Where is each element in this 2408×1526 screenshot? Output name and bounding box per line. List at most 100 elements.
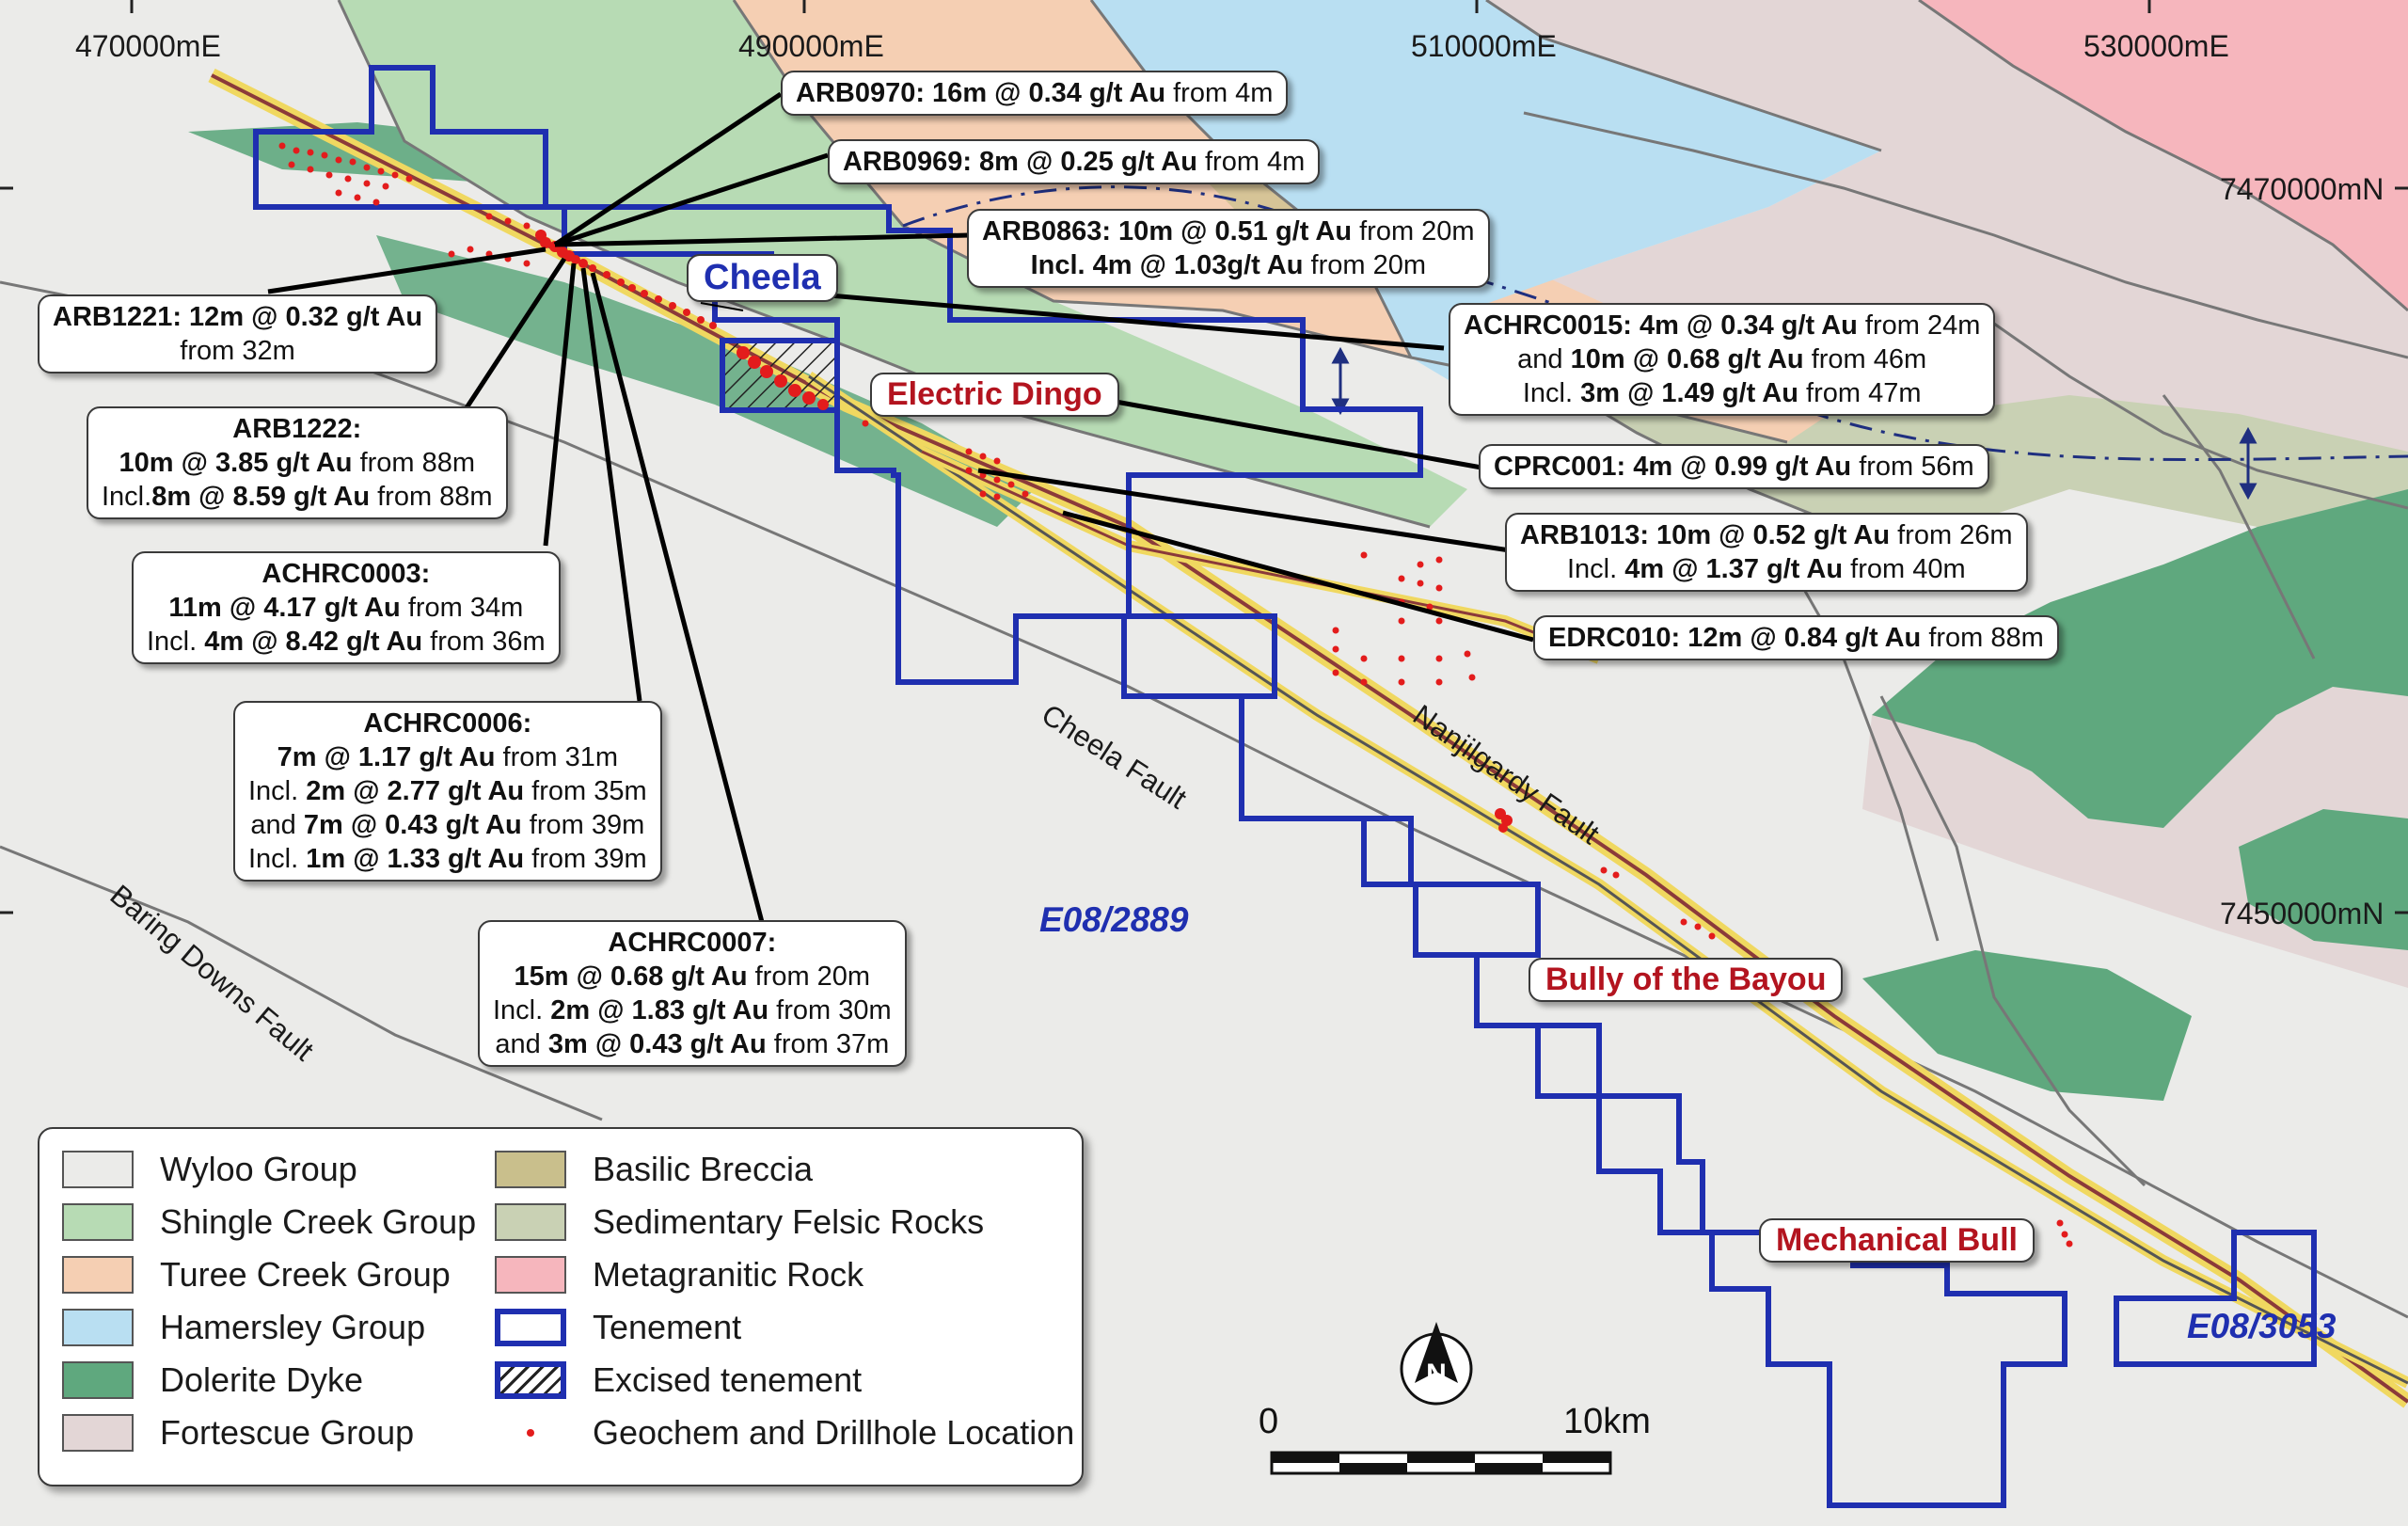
callout-achrc0015: ACHRC0015: 4m @ 0.34 g/t Au from 24m and…: [1449, 303, 1996, 416]
legend-label-fortescue: Fortescue Group: [160, 1413, 415, 1452]
callout-achrc0006-depth-3: from 39m: [521, 810, 645, 840]
shingle-creek-area: [339, 0, 1467, 527]
callout-achrc0007-depth: from 20m: [747, 962, 871, 992]
callout-achrc0006: ACHRC0006: 7m @ 1.17 g/t Au from 31m Inc…: [233, 701, 662, 882]
callout-arb0863-result: ARB0863: 10m @ 0.51 g/t Au: [982, 216, 1353, 246]
callout-edrc010-depth: from 88m: [1921, 623, 2044, 653]
legend-item-shingle-creek: Shingle Creek Group: [62, 1199, 476, 1246]
callout-achrc0007-depth-3: from 37m: [766, 1029, 890, 1059]
legend-swatch-metagranitic: [495, 1256, 566, 1294]
callout-arb0863-incl: Incl. 4m @ 1.03g/t Au: [1030, 250, 1304, 280]
cheela-fault: [805, 372, 2408, 1389]
dolerite-dyke-band: [376, 235, 1035, 527]
legend-item-wyloo: Wyloo Group: [62, 1146, 357, 1193]
callout-achrc0003-incl: Incl.: [147, 627, 205, 657]
callout-arb1222-depth: from 88m: [352, 448, 476, 478]
legend-label-turee-creek: Turee Creek Group: [160, 1255, 451, 1294]
callout-achrc0003-id: ACHRC0003:: [261, 559, 431, 589]
legend-label-hamersley: Hamersley Group: [160, 1308, 426, 1346]
callout-arb1222-incl: Incl.: [102, 482, 152, 512]
callout-arb1013-result: ARB1013: 10m @ 0.52 g/t Au: [1520, 520, 1891, 550]
legend-item-fortescue: Fortescue Group: [62, 1409, 414, 1456]
tenement-e08-3053: [2114, 1230, 2317, 1367]
legend-item-metagranitic: Metagranitic Rock: [495, 1251, 863, 1298]
callout-achrc0007: ACHRC0007: 15m @ 0.68 g/t Au from 20m In…: [478, 920, 907, 1067]
legend-item-excised-tenement: Excised tenement: [495, 1357, 862, 1404]
callout-arb1013-result-2: 4m @ 1.37 g/t Au: [1624, 554, 1844, 584]
legend-item-drillhole: Geochem and Drillhole Location: [495, 1409, 1074, 1456]
easting-490000: 490000mE: [738, 29, 884, 63]
legend-item-turee-creek: Turee Creek Group: [62, 1251, 451, 1298]
callout-achrc0006-id: ACHRC0006:: [363, 708, 532, 739]
legend-item-dolerite: Dolerite Dyke: [62, 1357, 363, 1404]
legend-label-sedimentary-felsic: Sedimentary Felsic Rocks: [593, 1202, 985, 1241]
northing-7450000: 7450000mN: [2220, 897, 2384, 930]
callout-achrc0015-result: ACHRC0015: 4m @ 0.34 g/t Au: [1464, 310, 1858, 341]
scale-bar: [1270, 1451, 1612, 1475]
callout-achrc0003-depth-2: from 36m: [422, 627, 546, 657]
dolerite-dyke-area-3: [1862, 950, 2192, 1101]
legend-swatch-fortescue: [62, 1414, 134, 1452]
legend-label-dolerite: Dolerite Dyke: [160, 1360, 364, 1399]
callout-achrc0003: ACHRC0003: 11m @ 4.17 g/t Au from 34m In…: [132, 551, 561, 664]
callout-cprc001: CPRC001: 4m @ 0.99 g/t Au from 56m: [1479, 444, 1989, 489]
legend-swatch-excised-tenement: [495, 1361, 566, 1399]
prospect-mechanical-bull: Mechanical Bull: [1759, 1218, 2035, 1263]
callout-achrc0006-depth: from 31m: [495, 742, 619, 772]
legend-swatch-basilic-breccia: [495, 1151, 566, 1188]
callout-achrc0015-depth-3: from 47m: [1798, 378, 1922, 408]
callout-arb0969-result: ARB0969: 8m @ 0.25 g/t Au: [843, 147, 1197, 177]
legend-label-shingle-creek: Shingle Creek Group: [160, 1202, 477, 1241]
callout-arb1013-depth-2: from 40m: [1843, 554, 1966, 584]
legend-item-tenement: Tenement: [495, 1304, 741, 1351]
callout-achrc0007-incl: Incl.: [493, 995, 551, 1025]
callout-arb0969: ARB0969: 8m @ 0.25 g/t Au from 4m: [828, 139, 1321, 184]
legend-item-basilic-breccia: Basilic Breccia: [495, 1146, 813, 1193]
callout-achrc0006-depth-2: from 35m: [524, 776, 647, 806]
callout-achrc0007-and: and: [495, 1029, 548, 1059]
legend-label-tenement: Tenement: [593, 1308, 742, 1346]
nanjilgardy-fault: [208, 68, 2408, 1408]
callout-achrc0007-id: ACHRC0007:: [608, 928, 777, 958]
callout-arb1222-result-2: 8m @ 8.59 g/t Au: [151, 482, 371, 512]
legend-swatch-dolerite: [62, 1361, 134, 1399]
callout-achrc0015-result-3: 3m @ 1.49 g/t Au: [1580, 378, 1798, 408]
callout-achrc0003-depth: from 34m: [400, 593, 524, 623]
callout-achrc0003-result: 11m @ 4.17 g/t Au: [168, 593, 401, 623]
callout-achrc0015-and: and: [1517, 344, 1571, 374]
north-label: N: [1426, 1359, 1447, 1390]
callout-arb1013-depth: from 26m: [1890, 520, 2013, 550]
legend-item-sedimentary-felsic: Sedimentary Felsic Rocks: [495, 1199, 984, 1246]
callout-achrc0006-result-2: 2m @ 2.77 g/t Au: [306, 776, 525, 806]
easting-470000: 470000mE: [75, 29, 221, 63]
tenement-label-e08-3053: E08/3053: [2187, 1307, 2337, 1345]
prospect-cheela: Cheela: [687, 254, 838, 302]
hamersley-area: [1091, 0, 1881, 414]
callout-arb0863-depth: from 20m: [1352, 216, 1475, 246]
callout-achrc0006-result: 7m @ 1.17 g/t Au: [277, 742, 496, 772]
dolerite-dyke-area-2: [2239, 809, 2408, 950]
callout-achrc0003-result-2: 4m @ 8.42 g/t Au: [204, 627, 423, 657]
legend-item-hamersley: Hamersley Group: [62, 1304, 425, 1351]
fold-arrows: [1331, 346, 2258, 501]
legend-label-drillhole: Geochem and Drillhole Location: [593, 1413, 1075, 1452]
callout-arb0969-depth: from 4m: [1196, 147, 1306, 177]
legend-swatch-sedimentary-felsic: [495, 1203, 566, 1241]
callout-arb0970: ARB0970: 16m @ 0.34 g/t Au from 4m: [781, 71, 1289, 116]
callout-arb0970-depth: from 4m: [1165, 78, 1274, 108]
map-legend: Wyloo Group Shingle Creek Group Turee Cr…: [38, 1127, 1084, 1486]
callout-edrc010: EDRC010: 12m @ 0.84 g/t Au from 88m: [1533, 615, 2059, 660]
callout-arb1222-result: 10m @ 3.85 g/t Au: [119, 448, 353, 478]
scale-start-label: 0: [1259, 1402, 1279, 1441]
callout-arb1222-id: ARB1222:: [232, 414, 362, 444]
callout-achrc0015-result-2: 10m @ 0.68 g/t Au: [1570, 344, 1804, 374]
prospect-electric-dingo: Electric Dingo: [870, 373, 1119, 417]
legend-swatch-shingle-creek: [62, 1203, 134, 1241]
legend-label-excised-tenement: Excised tenement: [593, 1360, 863, 1399]
callout-arb1013: ARB1013: 10m @ 0.52 g/t Au from 26m Incl…: [1505, 513, 2028, 592]
scale-end-label: 10km: [1563, 1402, 1651, 1441]
callout-arb1222-depth-2: from 88m: [370, 482, 493, 512]
callout-edrc010-result: EDRC010: 12m @ 0.84 g/t Au: [1548, 623, 1922, 653]
legend-swatch-wyloo: [62, 1151, 134, 1188]
callout-arb0863: ARB0863: 10m @ 0.51 g/t Au from 20m Incl…: [967, 209, 1490, 288]
